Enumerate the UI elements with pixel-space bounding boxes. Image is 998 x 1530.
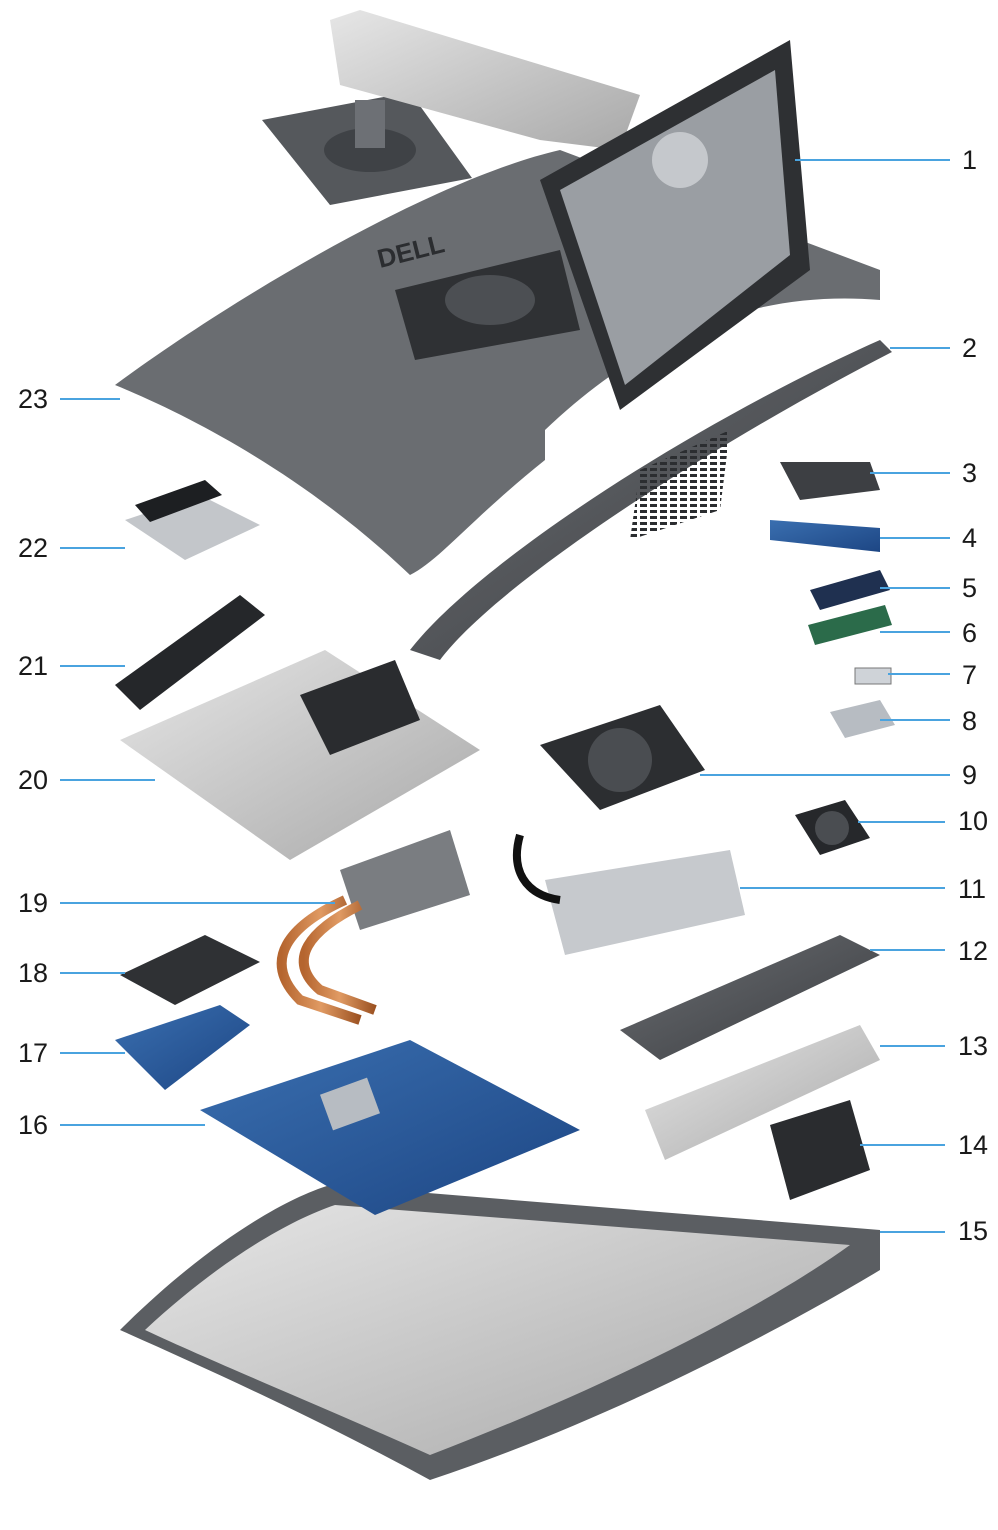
callout-15: 15 [958,1216,989,1246]
memory-module-6 [808,605,892,645]
callout-5: 5 [962,573,978,603]
io-board-4 [770,520,880,552]
wireless-card-7 [854,667,892,685]
callout-10: 10 [958,806,989,836]
callout-7: 7 [962,660,978,690]
callout-9: 9 [962,760,978,790]
callout-12: 12 [958,936,989,966]
callout-23: 23 [17,384,48,414]
callout-13: 13 [958,1031,989,1061]
system-fan-9 [540,705,705,810]
vesa-mount-plate [540,40,810,410]
callout-2: 2 [962,333,978,363]
callout-22: 22 [17,533,48,563]
assembly-22 [125,480,260,560]
io-shield-12 [620,935,880,1060]
callout-16: 16 [17,1110,48,1140]
callout-17: 17 [17,1038,48,1068]
callout-1: 1 [962,145,978,175]
middle-frame-15 [120,1185,880,1480]
processor-8 [830,700,895,738]
front-bezel-bottom [410,340,892,660]
power-supply-11 [512,833,745,955]
callout-8: 8 [962,706,978,736]
ssd-5 [810,570,890,610]
callout-20: 20 [17,765,48,795]
bracket-3 [780,462,880,500]
callout-3: 3 [962,458,978,488]
io-board-17 [115,1005,250,1090]
stand-base [262,92,472,205]
shield-13 [645,1025,880,1160]
fan-10 [795,800,870,855]
heat-sink-19 [276,830,470,1025]
callout-14: 14 [958,1130,989,1160]
system-board-shield-20 [120,650,480,860]
callout-21: 21 [17,651,48,681]
leader-lines [60,159,950,1233]
callout-4: 4 [962,523,978,553]
callout-18: 18 [17,958,48,988]
system-board-16 [200,1040,580,1215]
callout-6: 6 [962,618,978,648]
callout-11: 11 [958,874,987,904]
bracket-21 [115,595,265,710]
stand-arm [330,10,640,150]
callout-19: 19 [17,888,48,918]
bracket-18 [120,935,260,1005]
speaker-14 [770,1100,870,1200]
